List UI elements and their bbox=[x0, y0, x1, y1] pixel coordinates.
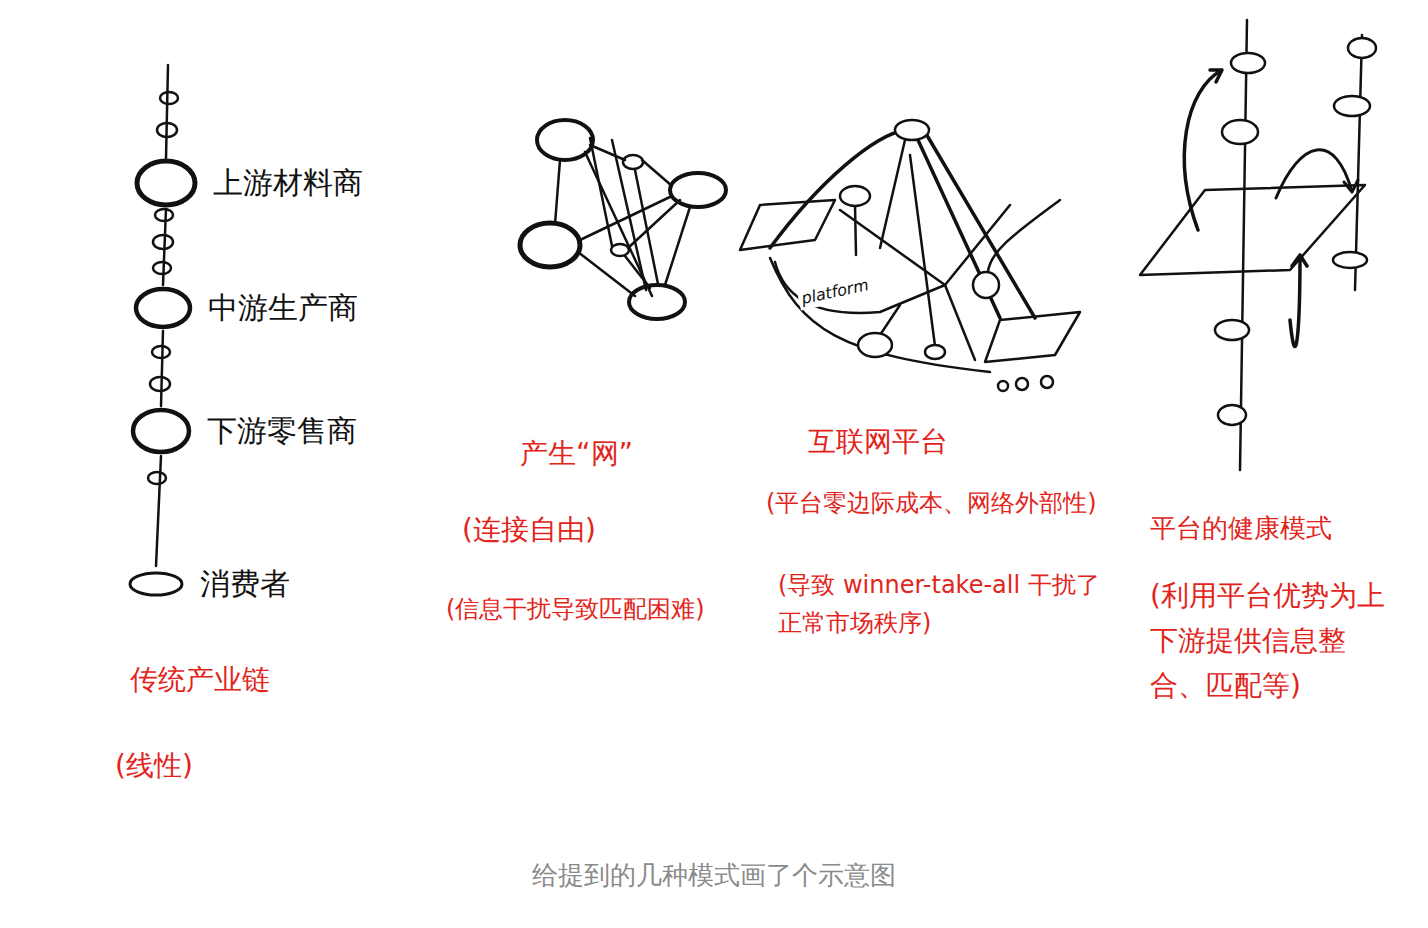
healthy-platform-sketch bbox=[1140, 20, 1376, 470]
bead bbox=[153, 262, 171, 274]
link-line bbox=[635, 170, 658, 284]
chain-connector bbox=[163, 209, 166, 285]
link-line bbox=[880, 305, 900, 335]
link-line bbox=[945, 285, 975, 360]
link-line bbox=[988, 200, 1060, 272]
actor-ellipse bbox=[623, 155, 643, 169]
platform-sketch bbox=[740, 120, 1080, 391]
bead bbox=[150, 377, 170, 391]
chain-line bbox=[166, 65, 168, 158]
link-line bbox=[910, 155, 935, 346]
bead bbox=[1348, 38, 1376, 58]
bead bbox=[1222, 120, 1258, 144]
chain-sketch bbox=[148, 65, 178, 484]
bead bbox=[1231, 53, 1265, 73]
node-ellipse bbox=[132, 285, 194, 331]
actor-ellipse bbox=[925, 345, 945, 359]
bead bbox=[1333, 252, 1367, 268]
link-line bbox=[628, 200, 680, 248]
platform-label: platform bbox=[797, 275, 874, 311]
actor-ellipse bbox=[998, 381, 1008, 391]
actor-ellipse bbox=[1041, 376, 1053, 388]
actor-ellipse bbox=[895, 120, 929, 140]
link-line bbox=[555, 160, 560, 224]
chain-line bbox=[1240, 20, 1247, 470]
actor-ellipse bbox=[840, 186, 870, 206]
node-ellipse bbox=[133, 157, 199, 209]
link-line bbox=[625, 256, 650, 288]
bead bbox=[148, 472, 166, 484]
link-line bbox=[770, 130, 905, 248]
actor-ellipse bbox=[537, 120, 593, 160]
node-ellipse bbox=[126, 569, 186, 599]
ellipse-outline bbox=[137, 161, 195, 205]
link-line bbox=[590, 138, 612, 246]
annotation-note: (连接自由) bbox=[462, 512, 596, 548]
network-sketch bbox=[520, 120, 726, 319]
actor-ellipse bbox=[520, 223, 580, 267]
annotation-note: (平台零边际成本、网络外部性) bbox=[766, 488, 1097, 519]
annotation-note: (线性) bbox=[115, 748, 193, 784]
bead bbox=[153, 235, 173, 249]
ellipse-outline bbox=[133, 410, 189, 452]
chain-connector bbox=[156, 456, 161, 566]
platform-plate bbox=[1140, 185, 1365, 275]
annotation-note: 传统产业链 bbox=[130, 662, 270, 698]
link-line bbox=[925, 132, 1035, 318]
bead bbox=[155, 209, 173, 221]
bead bbox=[157, 123, 177, 137]
link-line bbox=[880, 140, 905, 248]
bead bbox=[1218, 405, 1246, 425]
node-label: 中游生产商 bbox=[208, 290, 358, 326]
node-label: 下游零售商 bbox=[207, 413, 357, 449]
ellipse-outline bbox=[136, 289, 190, 327]
annotation-note: (信息干扰导致匹配困难) bbox=[446, 594, 705, 625]
link-line bbox=[665, 207, 690, 285]
actor-ellipse bbox=[858, 333, 892, 357]
chain-node: 中游生产商 bbox=[132, 285, 358, 331]
actor-ellipse bbox=[629, 285, 685, 319]
link-line bbox=[770, 258, 990, 372]
chain-node: 下游零售商 bbox=[129, 406, 357, 456]
chain-connector bbox=[161, 331, 163, 406]
flow-arrow bbox=[1276, 150, 1358, 198]
annotation-note: 平台的健康模式 bbox=[1150, 512, 1332, 546]
ellipse-outline bbox=[130, 573, 182, 595]
node-label: 上游材料商 bbox=[213, 165, 363, 201]
bead bbox=[1334, 96, 1370, 116]
actor-ellipse bbox=[670, 173, 726, 207]
bead bbox=[152, 346, 170, 358]
bead bbox=[160, 92, 178, 104]
annotation-note: 互联网平台 bbox=[808, 424, 948, 460]
chain-node: 上游材料商 bbox=[133, 157, 363, 209]
actor-ellipse bbox=[611, 244, 629, 256]
link-line bbox=[775, 262, 945, 313]
figure-caption: 给提到的几种模式画了个示意图 bbox=[0, 858, 1428, 893]
link-line bbox=[855, 205, 856, 255]
actor-ellipse bbox=[973, 272, 999, 298]
chain-node: 消费者 bbox=[126, 566, 290, 602]
actor-ellipse bbox=[1016, 378, 1028, 390]
node-ellipse bbox=[129, 406, 193, 456]
link-line bbox=[642, 160, 672, 186]
flow-arrow bbox=[1184, 70, 1222, 230]
link-line bbox=[612, 140, 646, 290]
annotation-note: 产生“网” bbox=[520, 436, 633, 472]
bead bbox=[1215, 320, 1249, 340]
annotation-note: (利用平台优势为上下游提供信息整合、匹配等) bbox=[1150, 574, 1398, 708]
flow-arrow bbox=[1290, 255, 1307, 347]
node-label: 消费者 bbox=[200, 566, 290, 602]
annotation-note: (导致 winner-take-all 干扰了正常市场秩序) bbox=[778, 566, 1108, 643]
